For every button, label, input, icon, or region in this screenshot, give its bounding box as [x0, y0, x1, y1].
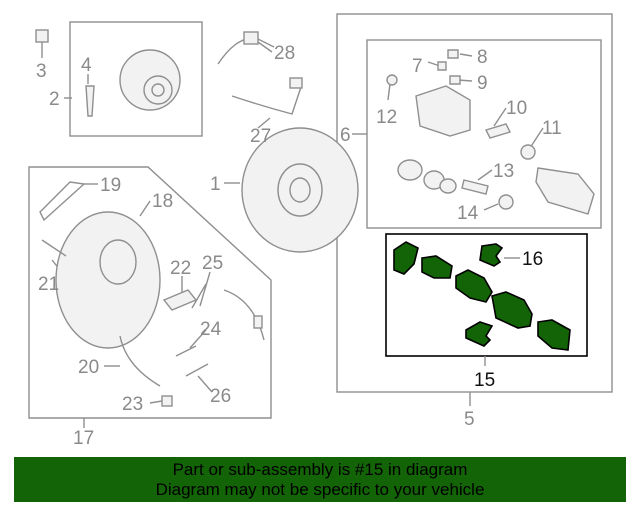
- pad-clip-lower: [465, 321, 494, 347]
- callout-14: 14: [457, 203, 479, 224]
- brake-pad-outer: [491, 291, 533, 329]
- callout-8: 8: [477, 47, 488, 68]
- callout-13: 13: [493, 161, 514, 182]
- callout-3: 3: [36, 61, 47, 82]
- pad-clip-upper: [479, 243, 504, 267]
- callout-15[interactable]: 15: [474, 370, 495, 391]
- callout-11: 11: [542, 118, 562, 139]
- banner-line-2: Diagram may not be specific to your vehi…: [155, 480, 485, 499]
- callout-12: 12: [376, 107, 397, 128]
- callout-5: 5: [464, 409, 475, 430]
- callout-6: 6: [340, 125, 351, 146]
- callout-labels: 3 4 2 28 27 1 6 7 8 9 12 10 11 13 14 16 …: [36, 43, 562, 449]
- callout-16: 16: [522, 249, 543, 270]
- parking-brake-panel: [28, 166, 272, 419]
- pad-shim-1: [393, 241, 419, 275]
- callout-18: 18: [152, 191, 173, 212]
- callout-25: 25: [202, 253, 223, 274]
- pad-shim-2: [421, 255, 453, 279]
- callout-21: 21: [38, 274, 59, 295]
- callout-17: 17: [73, 428, 94, 449]
- callout-23: 23: [122, 394, 143, 415]
- callout-2: 2: [49, 89, 60, 110]
- callout-24: 24: [200, 319, 222, 340]
- callout-22: 22: [170, 258, 191, 279]
- callout-9: 9: [477, 73, 488, 94]
- callout-28: 28: [274, 43, 295, 64]
- callout-19: 19: [100, 175, 121, 196]
- callout-27: 27: [250, 126, 271, 147]
- callout-10: 10: [506, 98, 527, 119]
- callout-1: 1: [210, 174, 221, 195]
- banner-line-1: Part or sub-assembly is #15 in diagram: [172, 460, 468, 479]
- hub-box: [69, 21, 203, 137]
- pad-shim-3: [537, 319, 571, 351]
- callout-7: 7: [412, 56, 423, 77]
- notice-banner: Part or sub-assembly is #15 in diagram D…: [14, 457, 626, 502]
- leader-lines: [41, 41, 544, 428]
- callout-4: 4: [81, 55, 92, 76]
- part-drawings: [35, 29, 595, 407]
- brake-pad-kit-box[interactable]: [385, 233, 588, 357]
- callout-20: 20: [78, 357, 99, 378]
- callout-26: 26: [210, 386, 231, 407]
- brake-pad-inner: [455, 269, 493, 303]
- brake-pad-kit-parts[interactable]: [393, 241, 571, 351]
